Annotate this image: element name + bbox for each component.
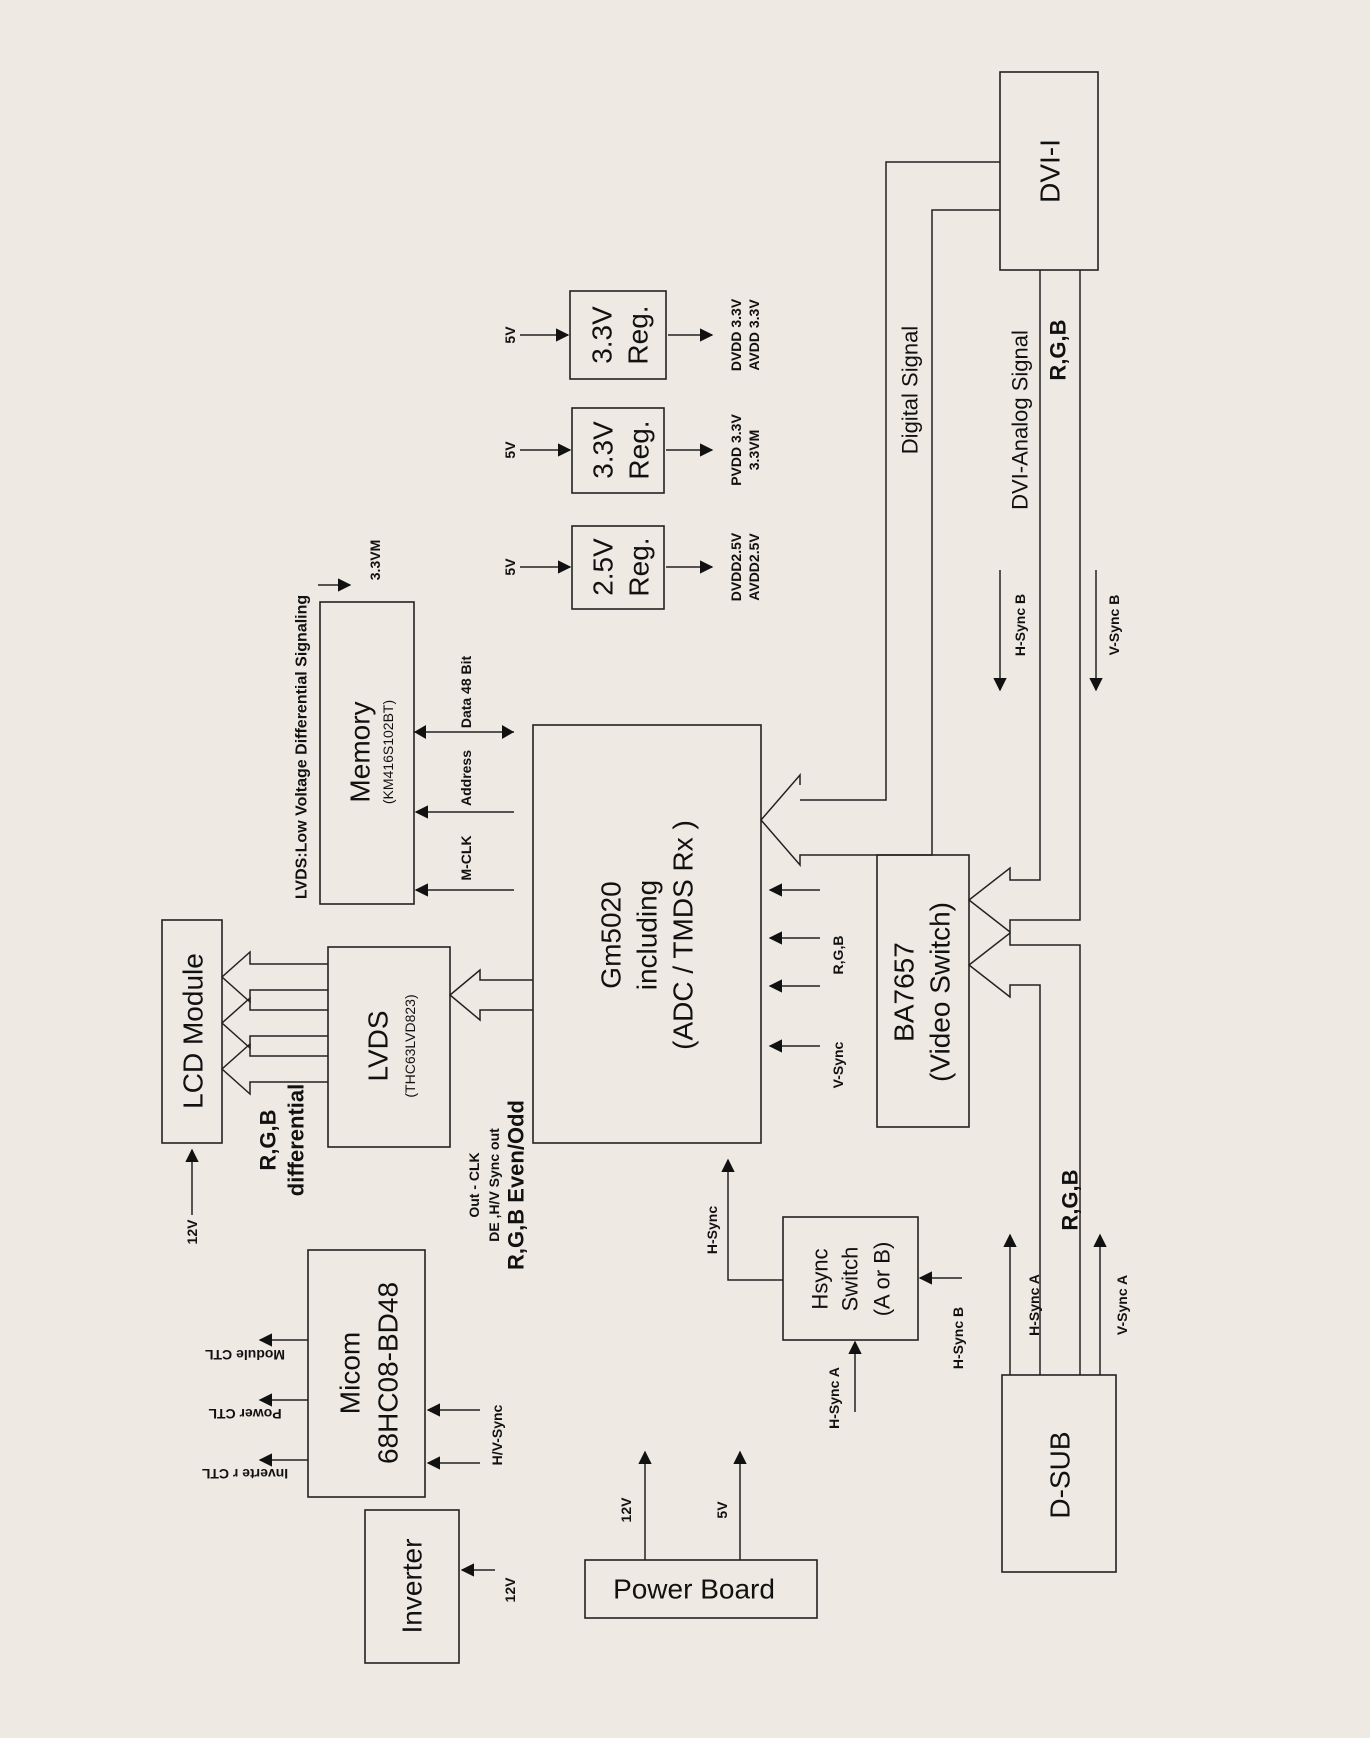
data-bus-arrowhead-left <box>414 725 426 739</box>
dsub-rgb-hollow-arrow <box>967 931 1081 1375</box>
rgb-differential-label-1: R,G,B <box>256 1109 281 1170</box>
hsync-b-input-label: H-Sync B <box>950 1307 966 1369</box>
memory-title: Memory <box>345 701 376 802</box>
dvi-i-block <box>999 71 1099 271</box>
gm5020-line3: (ADC / TMDS Rx ) <box>668 820 699 1050</box>
gm-rgb-label: R,G,B <box>830 936 846 975</box>
d-sub-block <box>1001 1374 1117 1573</box>
lvds-definition-note: LVDS:Low Voltage Differential Signaling <box>294 595 311 899</box>
ba7657-line1: BA7657 <box>889 942 920 1042</box>
micom-line1: Micom <box>335 1332 366 1414</box>
reg-2v5-line1: 2.5V <box>588 538 619 596</box>
power-board-5v-label: 5V <box>714 1501 730 1519</box>
micom-hv-sync-label: H/V-Sync <box>489 1404 505 1465</box>
micom-line2: 68HC08-BD48 <box>373 1282 404 1464</box>
memory-supply-label: 3.3VM <box>367 540 383 580</box>
reg-3v3-pvdd-output-label-1: PVDD 3.3V <box>728 414 744 486</box>
gm5020-line1: Gm5020 <box>596 881 627 988</box>
dsub-rgb-label: R,G,B <box>1058 1169 1083 1230</box>
digital-signal-label: Digital Signal <box>898 326 923 454</box>
gm5020-block <box>532 724 762 1144</box>
dvi-vsync-b-label: V-Sync B <box>1106 595 1122 656</box>
micom-module-ctl-label: Module CTL <box>205 1347 286 1363</box>
reg-3v3-pvdd-block <box>571 407 665 494</box>
hsync-a-input-label: H-Sync A <box>826 1367 842 1429</box>
data-bus-arrowhead-right <box>502 725 514 739</box>
reg-2v5-output-label-2: AVDD2.5V <box>746 533 762 601</box>
lvds-input-label-1: Out - CLK <box>466 1152 482 1217</box>
power-board-label: Power Board <box>613 1574 775 1605</box>
address-label: Address <box>458 750 474 806</box>
hsync-switch-line2: Switch <box>838 1247 863 1312</box>
hsync-to-gm-arrow <box>721 1158 783 1281</box>
power-board-block <box>584 1559 818 1619</box>
lvds-to-lcd-arrow-3 <box>220 1042 328 1096</box>
micom-inverter-ctl-label: Inverte r CTL <box>201 1466 288 1482</box>
lcd-module-block <box>161 919 223 1144</box>
reg-3v3-dvdd-block <box>569 290 667 380</box>
hsync-switch-line1: Hsync <box>808 1248 833 1309</box>
lvds-input-label-2: DE ,H/V Sync out <box>486 1128 502 1242</box>
reg-3v3-dvdd-input-label: 5V <box>502 326 518 344</box>
hsync-to-gm-label: H-Sync <box>704 1206 720 1254</box>
dsub-hsync-a-label: H-Sync A <box>1026 1274 1042 1336</box>
reg-2v5-block <box>571 525 665 610</box>
reg-2v5-input-label: 5V <box>502 558 518 576</box>
gm-to-lvds-hollow-arrow <box>448 968 533 1022</box>
reg-3v3-pvdd-line1: 3.3V <box>588 421 619 479</box>
hsync-switch-block <box>782 1216 919 1341</box>
gm5020-line2: including <box>632 880 663 991</box>
lvds-part: (THC63LVD823) <box>402 994 418 1097</box>
dvi-i-label: DVI-I <box>1035 139 1066 203</box>
digital-signal-line <box>800 161 1000 801</box>
dvi-rgb-label: R,G,B <box>1046 319 1071 380</box>
dvi-analog-signal-label: DVI-Analog Signal <box>1008 330 1033 510</box>
dvi-analog-hollow-arrow <box>967 270 1081 934</box>
digital-signal-hollow-arrow <box>760 209 1000 868</box>
dsub-vsync-a-label: V-Sync A <box>1114 1275 1130 1335</box>
reg-3v3-dvdd-line1: 3.3V <box>587 306 618 364</box>
reg-3v3-dvdd-output-label-2: AVDD 3.3V <box>746 299 762 371</box>
lvds-to-lcd-arrow-1 <box>220 950 328 1004</box>
inverter-label: Inverter <box>397 1539 428 1634</box>
micom-block <box>307 1249 426 1498</box>
hsync-switch-line3: (A or B) <box>870 1242 895 1317</box>
lvds-to-lcd-arrow-2 <box>220 996 328 1050</box>
memory-part: (KM416S102BT) <box>380 700 396 804</box>
reg-3v3-pvdd-line2: Reg. <box>624 420 655 479</box>
data-bus-label: Data 48 Bit <box>458 655 474 728</box>
lcd-module-label: LCD Module <box>178 953 209 1109</box>
lvds-title: LVDS <box>363 1010 394 1081</box>
reg-2v5-line2: Reg. <box>624 537 655 596</box>
memory-block <box>319 601 415 905</box>
gm-vsync-label: V-Sync <box>830 1041 846 1088</box>
reg-2v5-output-label-1: DVDD2.5V <box>728 532 744 601</box>
power-board-12v-label: 12V <box>618 1497 634 1523</box>
micom-power-ctl-label: Power CTL <box>208 1406 282 1422</box>
reg-3v3-dvdd-output-label-1: DVDD 3.3V <box>728 298 744 371</box>
rgb-differential-label-2: differential <box>284 1084 309 1196</box>
reg-3v3-pvdd-output-label-2: 3.3VM <box>746 430 762 470</box>
dvi-hsync-b-label: H-Sync B <box>1012 594 1028 656</box>
ba7657-line2: (Video Switch) <box>925 902 956 1082</box>
mclk-label: M-CLK <box>458 835 474 880</box>
reg-3v3-pvdd-input-label: 5V <box>502 441 518 459</box>
lvds-input-label-3: R,G,B Even/Odd <box>504 1100 529 1270</box>
d-sub-label: D-SUB <box>1045 1431 1076 1518</box>
inverter-block <box>364 1509 460 1664</box>
reg-3v3-dvdd-line2: Reg. <box>623 305 654 364</box>
inverter-12v-label: 12V <box>502 1577 518 1603</box>
lcd-12v-label: 12V <box>184 1219 200 1245</box>
lvds-block <box>327 946 451 1148</box>
